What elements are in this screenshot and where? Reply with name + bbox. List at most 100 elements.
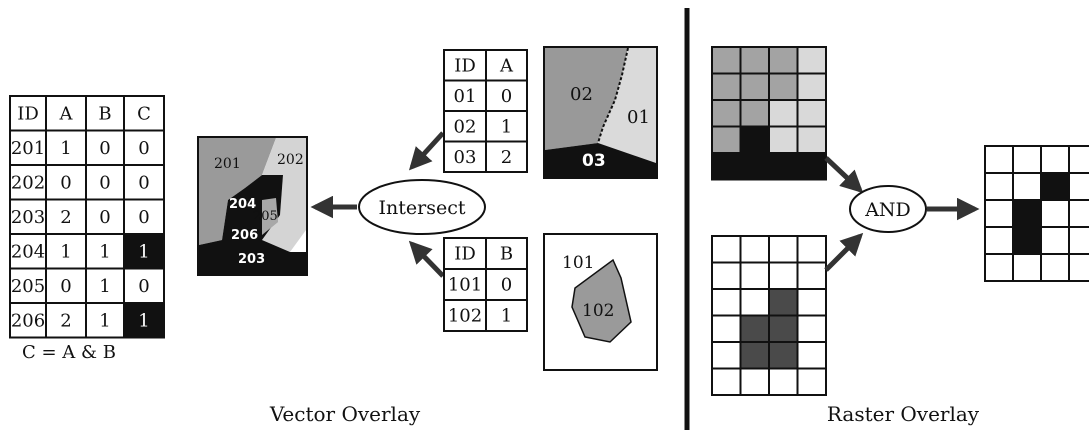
raster-cell: [984, 253, 1014, 282]
raster-cell: [1040, 199, 1070, 228]
polygon-102: [571, 258, 632, 343]
raster-cell: [739, 341, 770, 370]
raster-cell: [711, 288, 742, 317]
column-header: B: [500, 244, 513, 265]
raster-cell: [711, 72, 742, 101]
polygon-03: [545, 143, 656, 177]
raster-cell: [768, 314, 799, 343]
polygon-202: [262, 138, 306, 252]
column-header: A: [499, 55, 514, 76]
raster-cell: [768, 99, 799, 128]
cell-value: 03: [454, 147, 477, 168]
table-cell: [9, 233, 47, 270]
intersect-label: Intersect: [379, 197, 466, 219]
cell-value: 202: [11, 172, 45, 193]
and-ellipse: [849, 185, 927, 233]
raster-cell: [1068, 226, 1089, 255]
raster-cell: [739, 72, 770, 101]
arrow-from-grid-b: [824, 232, 864, 272]
cell-value: 1: [501, 306, 512, 327]
raster-cell: [1040, 145, 1070, 174]
raster-cell: [739, 235, 770, 264]
cell-value: 0: [501, 86, 512, 107]
raster-cell: [711, 367, 742, 396]
cell-value: 02: [454, 116, 477, 137]
polygon-02: [545, 48, 628, 150]
raster-cell: [711, 152, 742, 181]
raster-cell: [739, 288, 770, 317]
raster-cell: [768, 367, 799, 396]
raster-cell: [1012, 145, 1042, 174]
raster-cell: [1012, 253, 1042, 282]
cell-value: 0: [99, 172, 110, 193]
raster-cell: [796, 46, 827, 75]
raster-cell: [711, 261, 742, 290]
cell-value: 1: [60, 138, 71, 159]
cell-value: 01: [454, 86, 477, 107]
cell-value: 0: [138, 207, 149, 228]
cell-value: 204: [11, 241, 45, 262]
raster-cell: [1040, 172, 1070, 201]
table-header-cell: [123, 95, 165, 132]
raster-cell: [1068, 145, 1089, 174]
raster-grid-result: [984, 145, 1089, 282]
raster-cell: [739, 314, 770, 343]
label-202: 202: [277, 152, 304, 168]
column-header: ID: [454, 244, 476, 265]
raster-cell: [739, 261, 770, 290]
raster-overlay-caption: Raster Overlay: [827, 402, 980, 426]
arrow-from-table-a: [408, 131, 445, 171]
cell-value: 2: [60, 310, 71, 331]
raster-cell: [768, 72, 799, 101]
label-205: 205: [253, 209, 278, 224]
label-01: 01: [627, 107, 650, 128]
cell-value: 205: [11, 276, 45, 297]
column-header: C: [137, 103, 151, 124]
cell-value: 201: [11, 138, 45, 159]
cell-value: 1: [60, 241, 71, 262]
table-cell: [9, 302, 47, 339]
polygon-01: [598, 48, 656, 163]
raster-cell: [768, 235, 799, 264]
polygon-201: [199, 138, 276, 245]
raster-cell: [1012, 199, 1042, 228]
raster-cell: [796, 314, 827, 343]
table-cell: [85, 233, 125, 270]
label-204: 204: [229, 197, 256, 212]
raster-cell: [768, 261, 799, 290]
raster-grid-a: [711, 46, 827, 181]
table-cell: [443, 299, 487, 332]
cell-value: 1: [501, 116, 512, 137]
table-cell: [85, 302, 125, 339]
raster-cell: [768, 288, 799, 317]
cell-value: 203: [11, 207, 45, 228]
raster-cell: [1012, 172, 1042, 201]
cell-value: 1: [99, 276, 110, 297]
raster-cell: [1040, 253, 1070, 282]
raster-cell: [796, 99, 827, 128]
raster-cell: [796, 341, 827, 370]
table-cell: [485, 140, 528, 173]
label-101: 101: [562, 253, 594, 273]
cell-value: 0: [60, 276, 71, 297]
raster-cell: [739, 125, 770, 154]
cell-value: 0: [60, 172, 71, 193]
raster-cell: [768, 46, 799, 75]
formula-label: C = A & B: [22, 342, 116, 363]
table-cell: [443, 268, 487, 301]
raster-cell: [984, 145, 1014, 174]
polygon-map-b: 101 102: [543, 233, 658, 371]
cell-value: 1: [138, 310, 149, 331]
raster-cell: [711, 125, 742, 154]
column-header: A: [59, 103, 74, 124]
raster-cell: [1012, 226, 1042, 255]
result-polygon-map: 201 202 204 205 206 203: [197, 136, 308, 276]
raster-cell: [739, 99, 770, 128]
raster-cell: [711, 46, 742, 75]
cell-value: 0: [138, 138, 149, 159]
raster-cell: [768, 341, 799, 370]
label-102: 102: [582, 301, 614, 321]
table-cell: [485, 110, 528, 143]
